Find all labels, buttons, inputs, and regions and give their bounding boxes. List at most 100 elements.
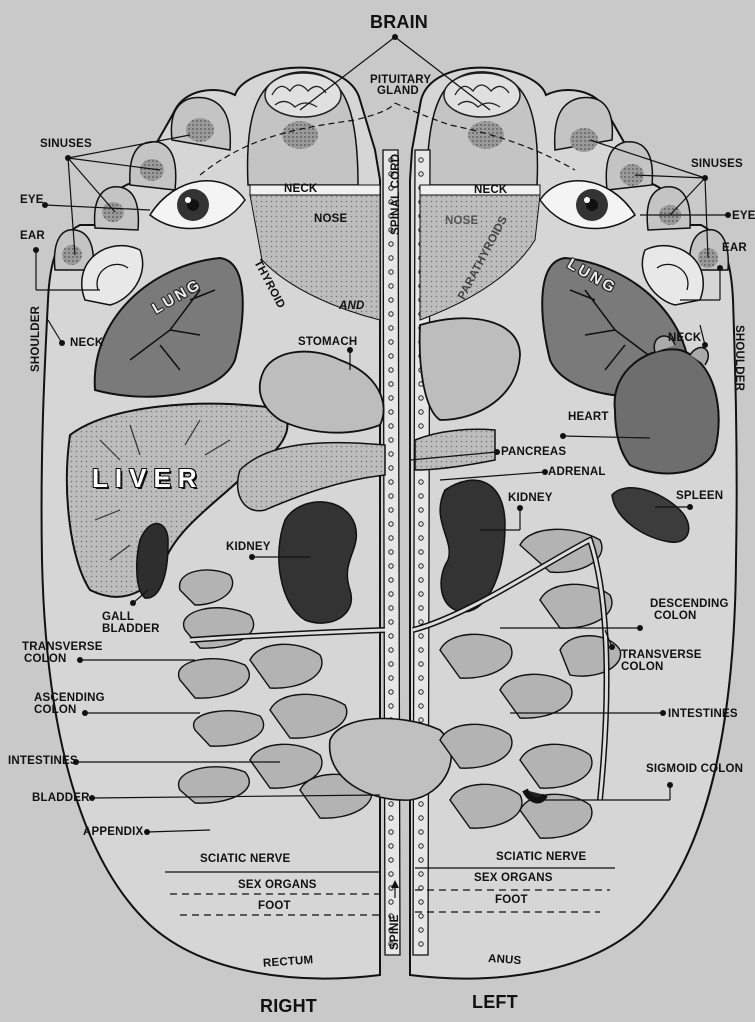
spine-dot [418,675,424,681]
spine-dot [418,661,424,667]
spleen [611,487,690,543]
spine-dot [388,479,394,485]
spine-dot [418,157,424,163]
spine-dot [388,241,394,247]
ear-left-label: EAR [722,242,747,254]
liver [65,402,289,598]
spine-dot [388,689,394,695]
spine-dot [418,493,424,499]
heart [613,348,720,475]
right-foot-title: RIGHT [260,996,317,1016]
spine-dot [418,647,424,653]
bladder [328,717,452,801]
heart-label: HEART [568,411,609,423]
spinal-cord-label: SPINAL CORD [390,153,402,235]
spine-dot [388,269,394,275]
spine-dot [388,437,394,443]
spine-dot [388,171,394,177]
spine-dot [388,815,394,821]
spine-dot [418,535,424,541]
gall-label: GALL [102,611,135,623]
and-label: AND [339,300,365,312]
right-lung [93,256,244,398]
nose-right-label: NOSE [314,213,348,225]
spine-dot [418,605,424,611]
right-intestines [177,569,373,819]
spine-dot [388,591,394,597]
neck-left-side-label: NECK [668,332,702,344]
spine-dot [418,703,424,709]
spine-dot [418,717,424,723]
spine-dot [418,927,424,933]
gland-label: GLAND [377,85,419,97]
neck-right-side-label: NECK [70,337,104,349]
liver-label: LIVER [92,463,204,493]
spine-dot [388,465,394,471]
brain-label: BRAIN [370,12,428,32]
spine-dot [418,801,424,807]
adrenal-label: ADRENAL [548,466,606,478]
spine-dot [418,857,424,863]
left-foot-title: LEFT [472,992,518,1012]
ascending-colon-label-1: ASCENDING [34,692,105,704]
spine-dot [388,829,394,835]
transverse-colon-right-label-1: TRANSVERSE [22,641,103,653]
sex-organs-right-label: SEX ORGANS [238,879,317,891]
descending-colon-label-2: COLON [654,610,697,622]
spine-dot [418,171,424,177]
spine-dot [388,927,394,933]
sciatic-nerve-right-label: SCIATIC NERVE [200,853,291,865]
spine-dot [388,633,394,639]
bladder-label: BLADDER [32,792,90,804]
sinuses-right-label: SINUSES [40,138,92,150]
spine-dot [418,941,424,947]
pituitary-label: PITUITARY [370,74,432,86]
spine-dot [388,423,394,429]
spine-dot [388,857,394,863]
sinuses-left-label: SINUSES [691,158,743,170]
shoulder-left-label: SHOULDER [733,325,745,392]
spine-dot [388,871,394,877]
spine-dot [388,675,394,681]
spine-dot [418,563,424,569]
spine-dot [418,899,424,905]
stomach [258,350,385,434]
stomach-label: STOMACH [298,336,358,348]
ascending-colon-label-2: COLON [34,704,77,716]
spine-dot [388,843,394,849]
spine-dot [388,227,394,233]
kidney-left-label: KIDNEY [508,492,553,504]
spine-dot [418,479,424,485]
spine-dot [418,619,424,625]
spine-dot [388,549,394,555]
spine-label: SPINE [389,914,401,950]
pancreas [236,441,386,512]
foot-right-label: FOOT [258,900,291,912]
spine-dot [388,703,394,709]
spine-dot [388,563,394,569]
spine-dot [388,507,394,513]
spine-dot [388,899,394,905]
spine-dot [418,689,424,695]
spine-dot [418,409,424,415]
shoulder-right-label: SHOULDER [30,305,42,372]
spine-dot [388,255,394,261]
spine-dot [388,199,394,205]
spine-dot [418,507,424,513]
spine-dot [388,605,394,611]
spine-dot [388,913,394,919]
gall-bladder [135,522,169,599]
nose-left-label: NOSE [445,215,479,227]
sigmoid-colon-label: SIGMOID COLON [646,763,744,775]
spine-dot [418,423,424,429]
spine-dot [418,549,424,555]
spine-dot [388,185,394,191]
descending-colon-label-1: DESCENDING [650,598,729,610]
intestines-left-label: INTESTINES [668,708,738,720]
right-kidney [278,501,358,624]
spine-dot [388,311,394,317]
spine-dot [418,913,424,919]
spine-dot [418,521,424,527]
spine-dot [388,535,394,541]
